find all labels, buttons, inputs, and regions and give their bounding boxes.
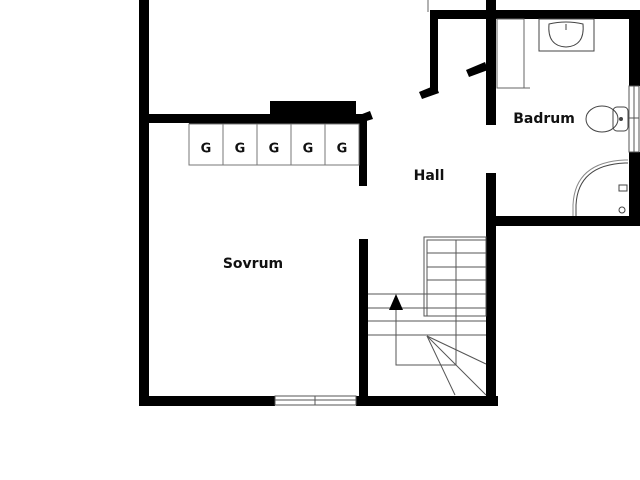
toilet-icon	[585, 105, 629, 133]
room-label-badrum: Badrum	[513, 111, 575, 127]
wardrobe-unit-label: G	[302, 141, 314, 157]
wardrobe-unit-label: G	[336, 141, 348, 157]
walls	[139, 0, 640, 406]
window-sovrum	[274, 395, 357, 406]
room-label-sovrum: Sovrum	[222, 256, 284, 272]
wardrobe	[188, 123, 360, 166]
room-label-hall: Hall	[413, 168, 445, 184]
wardrobe-unit-label: G	[200, 141, 212, 157]
shower-icon	[572, 159, 628, 216]
wardrobe-unit-label: G	[234, 141, 246, 157]
sink-icon	[538, 18, 595, 52]
window-badrum	[628, 85, 640, 153]
stairs	[368, 236, 487, 396]
up-arrow-icon	[389, 294, 403, 310]
wardrobe-unit-label: G	[268, 141, 280, 157]
thin-lines	[427, 0, 530, 89]
